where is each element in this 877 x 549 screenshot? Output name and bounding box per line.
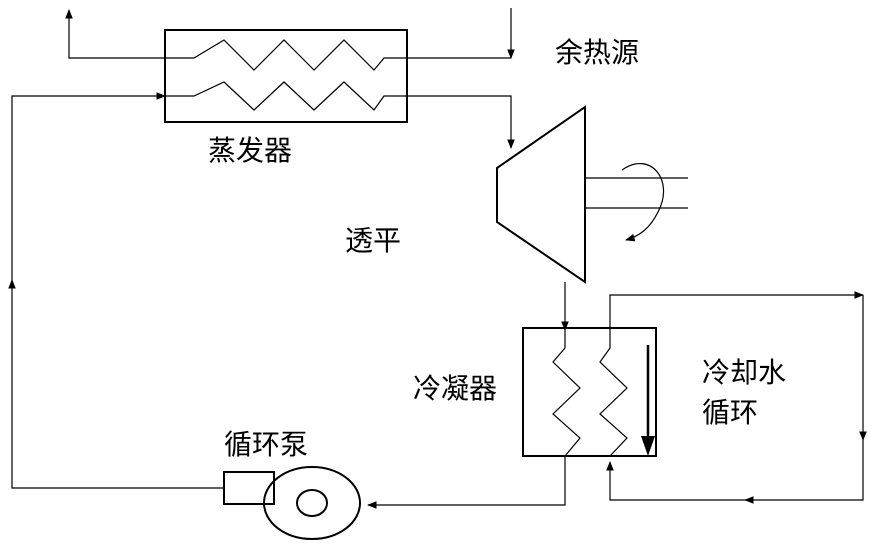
cooling-water-out — [609, 291, 864, 328]
label-evaporator: 蒸发器 — [208, 134, 292, 167]
condenser-box — [522, 327, 657, 457]
condenser-flow-arrowhead — [641, 436, 655, 456]
rotation-arrow — [621, 163, 664, 242]
label-condenser: 冷凝器 — [413, 372, 497, 405]
evaporator-box — [164, 29, 408, 123]
label-turbine: 透平 — [345, 224, 401, 257]
label-circulation-pump: 循环泵 — [224, 428, 308, 461]
pump-discharge-line — [8, 279, 224, 489]
label-cooling-water: 冷却水 — [702, 356, 786, 389]
condensate-line-to-pump — [367, 456, 566, 509]
evaporator-coil-hot — [165, 39, 407, 71]
condenser-coil-cooling — [599, 328, 628, 457]
label-cooling-circulation: 循环 — [702, 396, 758, 429]
evaporator-coil-working — [165, 81, 407, 111]
pump-casing — [263, 466, 361, 540]
label-waste-heat-source: 余热源 — [555, 36, 639, 69]
condenser-coil-working — [552, 328, 581, 457]
heat-source-outlet — [65, 9, 165, 59]
turbine-shape — [496, 105, 586, 284]
pump-impeller — [296, 489, 328, 517]
vapor-line-to-turbine — [407, 95, 515, 149]
feed-line-to-evaporator — [11, 92, 166, 280]
cooling-water-back — [744, 440, 864, 504]
cooling-water-in — [606, 461, 745, 501]
pump-outlet-stub — [223, 471, 275, 505]
